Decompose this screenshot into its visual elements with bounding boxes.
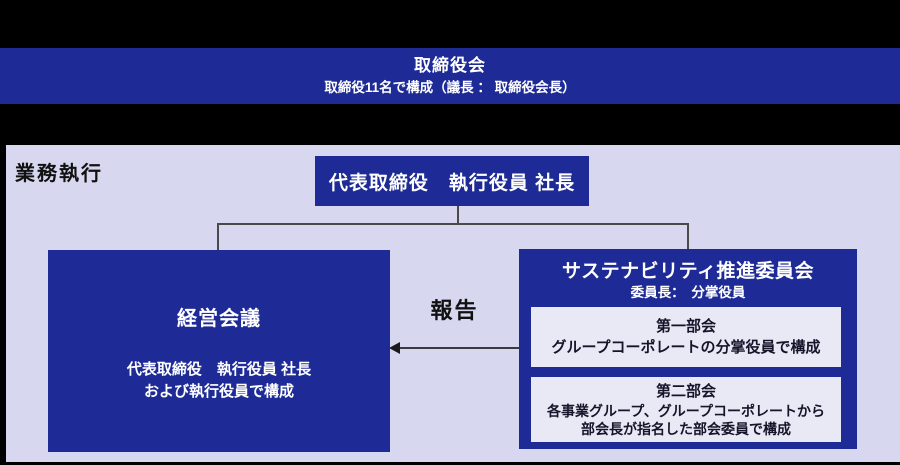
president-box: 代表取締役 執行役員 社長 (315, 156, 589, 206)
report-arrow-head-icon (389, 342, 400, 354)
subcommittee-2-box: 第二部会 各事業グループ、グループコーポレートから 部会長が指名した部会委員で構… (531, 377, 841, 442)
sustainability-committee-box: サステナビリティ推進委員会 委員長： 分掌役員 第一部会 グループコーポレートの… (519, 249, 857, 449)
subcommittee-2-description-line2: 部会長が指名した部会委員で構成 (581, 420, 791, 437)
connector-president-stub (457, 206, 459, 223)
management-meeting-body-line1: 代表取締役 執行役員 社長 (126, 361, 312, 378)
subcommittee-2-description-line1: 各事業グループ、グループコーポレートから (547, 402, 825, 419)
business-execution-label: 業務執行 (15, 163, 103, 185)
president-box-title: 代表取締役 執行役員 社長 (328, 172, 576, 194)
connector-horizontal (217, 223, 689, 225)
business-execution-panel: 業務執行 代表取締役 執行役員 社長 経営会議 代表取締役 執行役員 社長 およ… (6, 145, 900, 462)
subcommittee-1-description: グループコーポレートの分掌役員で構成 (551, 338, 821, 356)
subcommittee-1-name: 第一部会 (655, 317, 716, 335)
connector-drop-left (217, 223, 219, 250)
board-subtitle: 取締役11名で構成（議長 ： 取締役会長） (324, 80, 576, 95)
report-label: 報告 (430, 298, 479, 323)
connector-drop-right (687, 223, 689, 249)
subcommittee-2-name: 第二部会 (655, 382, 716, 400)
management-meeting-body: 代表取締役 執行役員 社長 および執行役員で構成 (48, 359, 390, 403)
management-meeting-box: 経営会議 代表取締役 執行役員 社長 および執行役員で構成 (48, 250, 390, 452)
report-arrow-line (398, 347, 519, 349)
management-meeting-title: 経営会議 (177, 308, 261, 330)
management-meeting-body-line2: および執行役員で構成 (143, 383, 294, 400)
board-title: 取締役会 (414, 56, 486, 75)
subcommittee-1-box: 第一部会 グループコーポレートの分掌役員で構成 (531, 307, 841, 367)
sustainability-committee-chair: 委員長： 分掌役員 (630, 285, 746, 300)
board-of-directors-banner: 取締役会 取締役11名で構成（議長 ： 取締役会長） (0, 48, 900, 104)
sustainability-committee-title: サステナビリティ推進委員会 (562, 261, 814, 282)
